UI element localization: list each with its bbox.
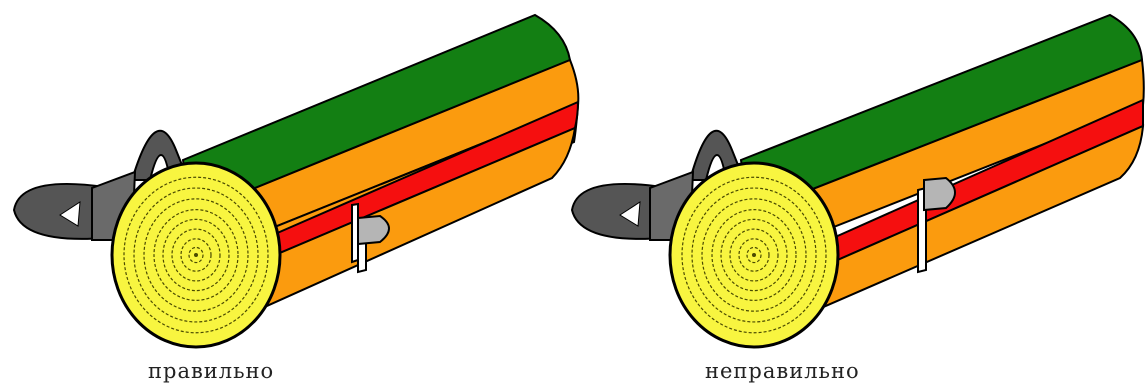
log-icon — [112, 15, 578, 347]
correct-felling-scene — [14, 15, 578, 347]
log-icon — [670, 15, 1144, 347]
log-core — [752, 253, 756, 257]
log-core — [194, 253, 198, 257]
incorrect-felling-scene — [572, 15, 1144, 347]
caption-correct: правильно — [148, 359, 274, 383]
caption-incorrect: неправильно — [705, 359, 860, 383]
